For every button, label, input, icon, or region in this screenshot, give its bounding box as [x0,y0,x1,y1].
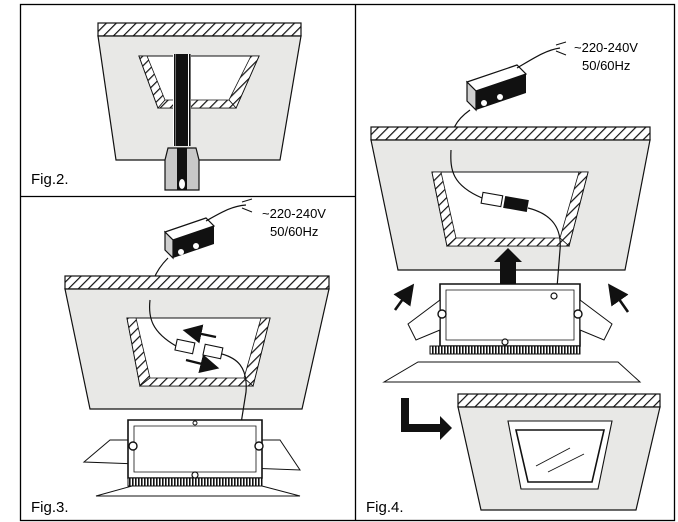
fig4-label: Fig.4. [366,499,404,516]
fig4-l-arrow [401,398,452,440]
fig3-label: Fig.3. [31,499,69,516]
fig3-connector [148,299,247,431]
panel-borders [19,3,676,522]
fig2-saw [164,54,200,191]
fig3-frequency: 50/60Hz [270,224,318,239]
fig4-led-panel [382,283,642,383]
fig3-driver-box [149,198,253,301]
fig2-ceiling-board [97,22,302,161]
fig3-voltage: ~220-240V [262,206,326,221]
fig3-led-panel [82,419,301,497]
fig2-label: Fig.2. [31,171,69,188]
fig4-up-arrows [393,248,630,313]
fig4-cable [450,149,561,301]
fig4-voltage: ~220-240V [574,40,638,55]
fig4-frequency: 50/60Hz [582,58,630,73]
fig4-driver-box [450,41,567,151]
fig4-installed-panel [457,393,661,511]
fig3-ceiling-board [64,275,330,410]
